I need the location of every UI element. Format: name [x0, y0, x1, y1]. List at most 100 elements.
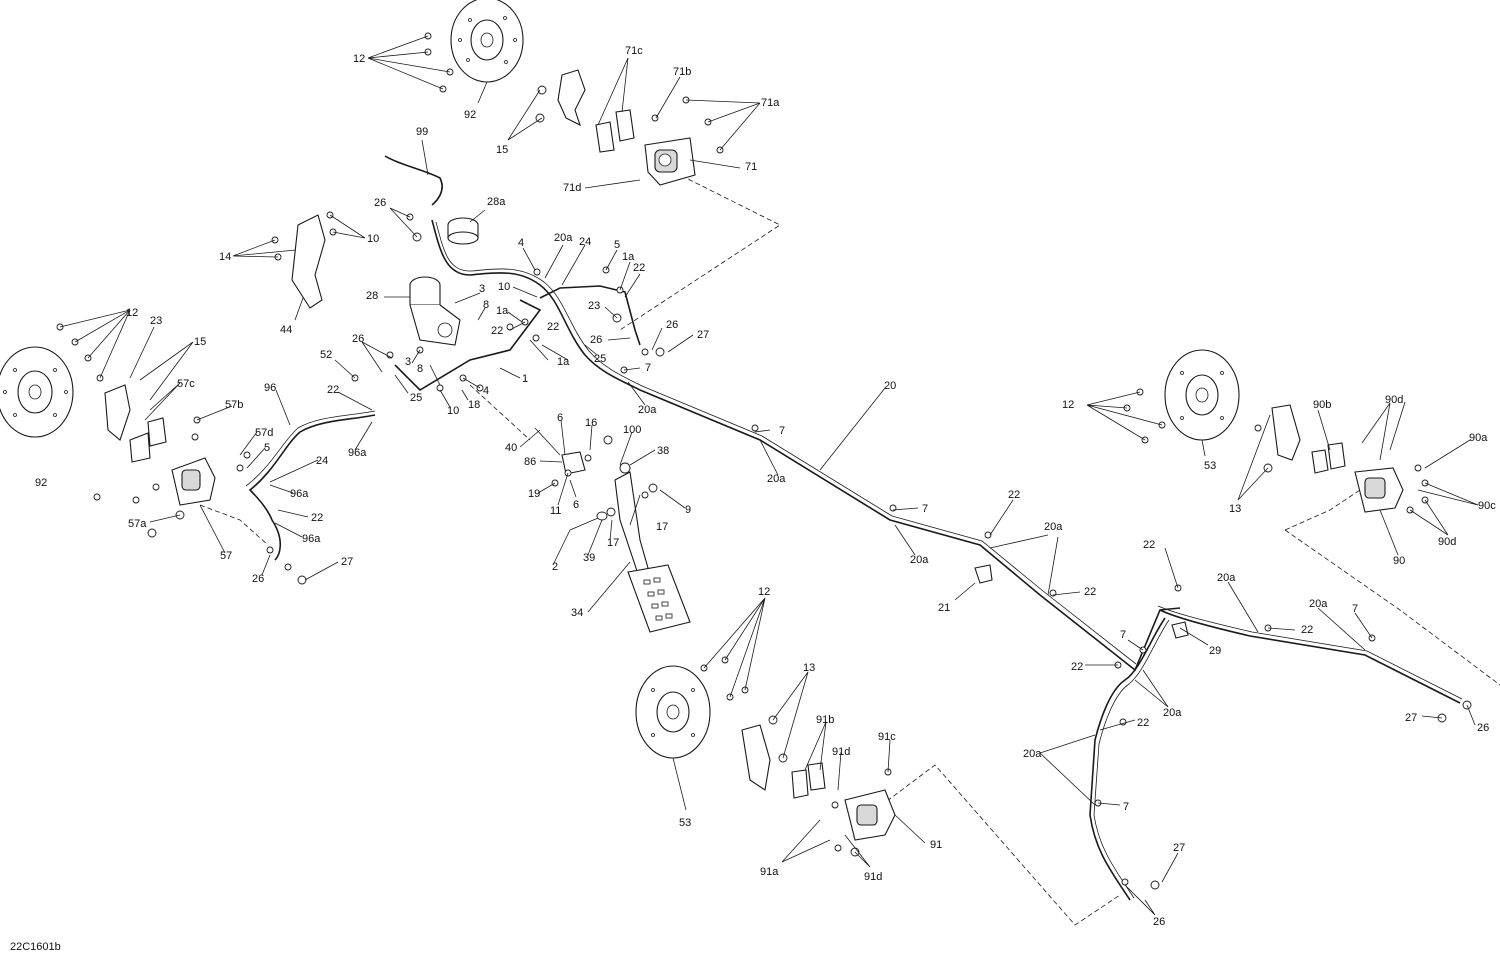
callout-1a: 1a: [622, 251, 635, 263]
callouts: 12 92 71c 71b 71a 71 71d 15 99 26 28a 14…: [35, 45, 1496, 928]
callout-71: 71: [745, 161, 757, 173]
callout-21: 21: [938, 602, 950, 614]
callout-91b: 91b: [816, 714, 834, 726]
callout-14: 14: [219, 251, 231, 263]
callout-1: 1: [522, 373, 528, 385]
callout-26-d: 26: [352, 333, 364, 345]
callout-96: 96: [264, 382, 276, 394]
callout-4-b: 4: [483, 385, 489, 397]
callout-26: 26: [374, 197, 386, 209]
callout-22-k: 22: [1137, 717, 1149, 729]
front-left-line-1: [394, 299, 542, 392]
callout-20a-h: 20a: [1163, 707, 1182, 719]
callout-19: 19: [528, 488, 540, 500]
callout-90b: 90b: [1313, 399, 1331, 411]
callout-90a: 90a: [1469, 432, 1488, 444]
callout-12-b: 12: [126, 307, 138, 319]
callout-40: 40: [505, 442, 517, 454]
callout-13: 13: [1229, 503, 1241, 515]
callout-53: 53: [1204, 460, 1216, 472]
caliper-bracket-91b: [741, 724, 826, 799]
pedal-bracket-86: [534, 427, 658, 531]
callout-57d: 57d: [255, 427, 273, 439]
guard-44: [291, 214, 326, 309]
callout-20a-d: 20a: [1044, 521, 1063, 533]
callout-22-j: 22: [1071, 661, 1083, 673]
callout-12-c: 12: [1062, 399, 1074, 411]
callout-44: 44: [280, 324, 292, 336]
callout-24: 24: [579, 236, 591, 248]
callout-20a-c: 20a: [767, 473, 786, 485]
callout-2: 2: [552, 561, 558, 573]
callout-27-c: 27: [1405, 712, 1417, 724]
callout-20a-f: 20a: [1217, 572, 1236, 584]
callout-27-b: 27: [341, 556, 353, 568]
callout-10-b: 10: [498, 281, 510, 293]
callout-7-f: 7: [1123, 801, 1129, 813]
callout-11: 11: [550, 505, 561, 517]
sensor-wire: [384, 155, 443, 206]
callout-91d-b: 91d: [864, 871, 882, 883]
master-cylinder: [409, 276, 461, 346]
callout-7-b: 7: [779, 425, 785, 437]
callout-26-e: 26: [252, 573, 264, 585]
callout-22: 22: [633, 262, 645, 274]
callout-8-b: 8: [417, 363, 423, 375]
caliper-bracket-57c: [104, 384, 167, 463]
callout-34: 34: [571, 607, 583, 619]
caliper-57: [171, 457, 216, 506]
callout-6: 6: [557, 412, 563, 424]
callout-7-d: 7: [1352, 603, 1358, 615]
callout-29: 29: [1209, 645, 1221, 657]
brake-disc-53-bottom: [635, 665, 711, 759]
callout-99: 99: [416, 126, 428, 138]
brake-pads-71c: [595, 109, 635, 153]
callout-53-b: 53: [679, 817, 691, 829]
brake-disc-92-left: [0, 346, 74, 438]
callout-96a-b: 96a: [290, 488, 309, 500]
callout-23-b: 23: [150, 315, 162, 327]
callout-7: 7: [645, 362, 651, 374]
callout-57c: 57c: [177, 378, 195, 390]
callout-20a-e: 20a: [910, 554, 929, 566]
callout-71c: 71c: [625, 45, 643, 57]
callout-92: 92: [464, 109, 476, 121]
callout-4: 4: [518, 237, 524, 249]
callout-90c: 90c: [1478, 500, 1496, 512]
callout-91c: 91c: [878, 731, 896, 743]
callout-22-c: 22: [547, 321, 559, 333]
leader-lines: [59, 35, 1479, 916]
rear-line-right: [1159, 609, 1461, 704]
callout-22-f: 22: [1008, 489, 1020, 501]
caliper-91: [844, 789, 896, 841]
callout-20a-g: 20a: [1309, 598, 1328, 610]
callout-26-c: 26: [666, 319, 678, 331]
callout-71b: 71b: [673, 66, 691, 78]
callout-26-g: 26: [1153, 916, 1165, 928]
callout-28a: 28a: [487, 196, 506, 208]
caliper-90: [1354, 467, 1404, 513]
brake-disc-92-top: [450, 0, 524, 83]
callout-25: 25: [594, 353, 606, 365]
callout-22-b: 22: [491, 325, 503, 337]
callout-10-c: 10: [447, 405, 459, 417]
callout-22-d: 22: [327, 384, 339, 396]
callout-20a: 20a: [554, 232, 573, 244]
callout-5: 5: [614, 239, 620, 251]
callout-12: 12: [353, 53, 365, 65]
callout-26-f: 26: [1477, 722, 1489, 734]
callout-3: 3: [479, 283, 485, 295]
callout-28: 28: [366, 290, 378, 302]
callout-15: 15: [496, 144, 508, 156]
rear-line-down: [1089, 617, 1166, 901]
callout-71a: 71a: [761, 97, 780, 109]
brake-line-96: [248, 414, 376, 561]
callout-23: 23: [588, 300, 600, 312]
callout-86: 86: [524, 456, 536, 468]
callout-25-b: 25: [410, 392, 422, 404]
callout-9: 9: [685, 504, 691, 516]
callout-71d: 71d: [563, 182, 581, 194]
callout-57b: 57b: [225, 399, 243, 411]
callout-27: 27: [697, 329, 709, 341]
